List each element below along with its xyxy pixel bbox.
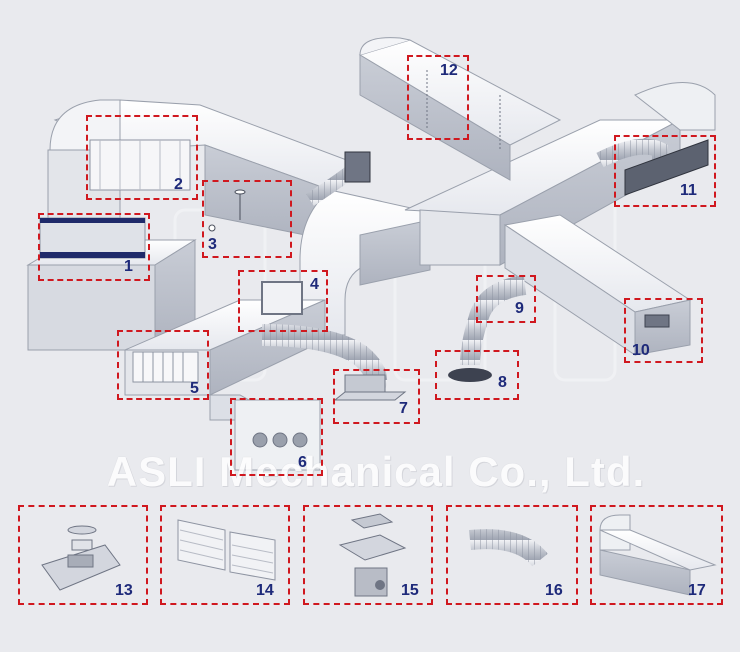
hanger-rod [426, 70, 501, 150]
callout-box-15[interactable] [303, 505, 433, 605]
callout-number-7: 7 [399, 400, 408, 417]
item-17-art [599, 514, 717, 596]
callout-number-10: 10 [632, 342, 650, 359]
callout-box-14[interactable] [160, 505, 290, 605]
callout-number-17: 17 [688, 582, 706, 599]
callout-number-13: 13 [115, 582, 133, 599]
callout-box-1[interactable] [38, 213, 150, 281]
item-14-art [177, 519, 276, 581]
callout-box-7[interactable] [333, 369, 420, 424]
left-branch-duct [124, 299, 326, 471]
callout-box-5[interactable] [117, 330, 209, 400]
callout-number-16: 16 [545, 582, 563, 599]
callout-box-12[interactable] [407, 55, 469, 140]
callout-box-11[interactable] [614, 135, 716, 207]
lower-right-branch [503, 214, 692, 356]
callout-number-15: 15 [401, 582, 419, 599]
callout-box-6[interactable] [230, 398, 323, 476]
callout-box-16[interactable] [446, 505, 578, 605]
callout-number-4: 4 [310, 276, 319, 293]
center-wye [299, 189, 431, 336]
callout-number-6: 6 [298, 454, 307, 471]
callout-box-3[interactable] [202, 180, 292, 258]
watermark-text: ASLI Mechanical Co., Ltd. [106, 448, 646, 495]
branch-grille [132, 351, 199, 383]
volume-damper [208, 189, 246, 232]
callout-number-8: 8 [498, 374, 507, 391]
item-16-art [469, 529, 548, 567]
callout-box-2[interactable] [86, 115, 198, 200]
callout-box-4[interactable] [238, 270, 328, 332]
callout-number-1: 1 [124, 258, 133, 275]
filter-section [39, 217, 146, 259]
spigot-duct [306, 151, 371, 206]
callout-number-11: 11 [680, 182, 697, 199]
callout-number-3: 3 [208, 236, 217, 253]
callout-number-5: 5 [190, 380, 199, 397]
callout-box-17[interactable] [590, 505, 723, 605]
callout-box-8[interactable] [435, 350, 519, 400]
callout-box-13[interactable] [18, 505, 148, 605]
callout-box-9[interactable] [476, 275, 536, 323]
callout-number-14: 14 [256, 582, 274, 599]
callout-number-2: 2 [174, 176, 183, 193]
access-door [261, 281, 303, 315]
callout-number-12: 12 [440, 62, 458, 79]
callout-box-10[interactable] [624, 298, 703, 363]
main-trunk-duct [47, 99, 361, 241]
item-15-art [338, 513, 407, 597]
flex-duct-left [261, 324, 407, 401]
linear-register [596, 138, 709, 196]
upper-branch-duct [358, 37, 562, 181]
item-13-art [41, 525, 121, 591]
callout-number-9: 9 [515, 300, 524, 317]
